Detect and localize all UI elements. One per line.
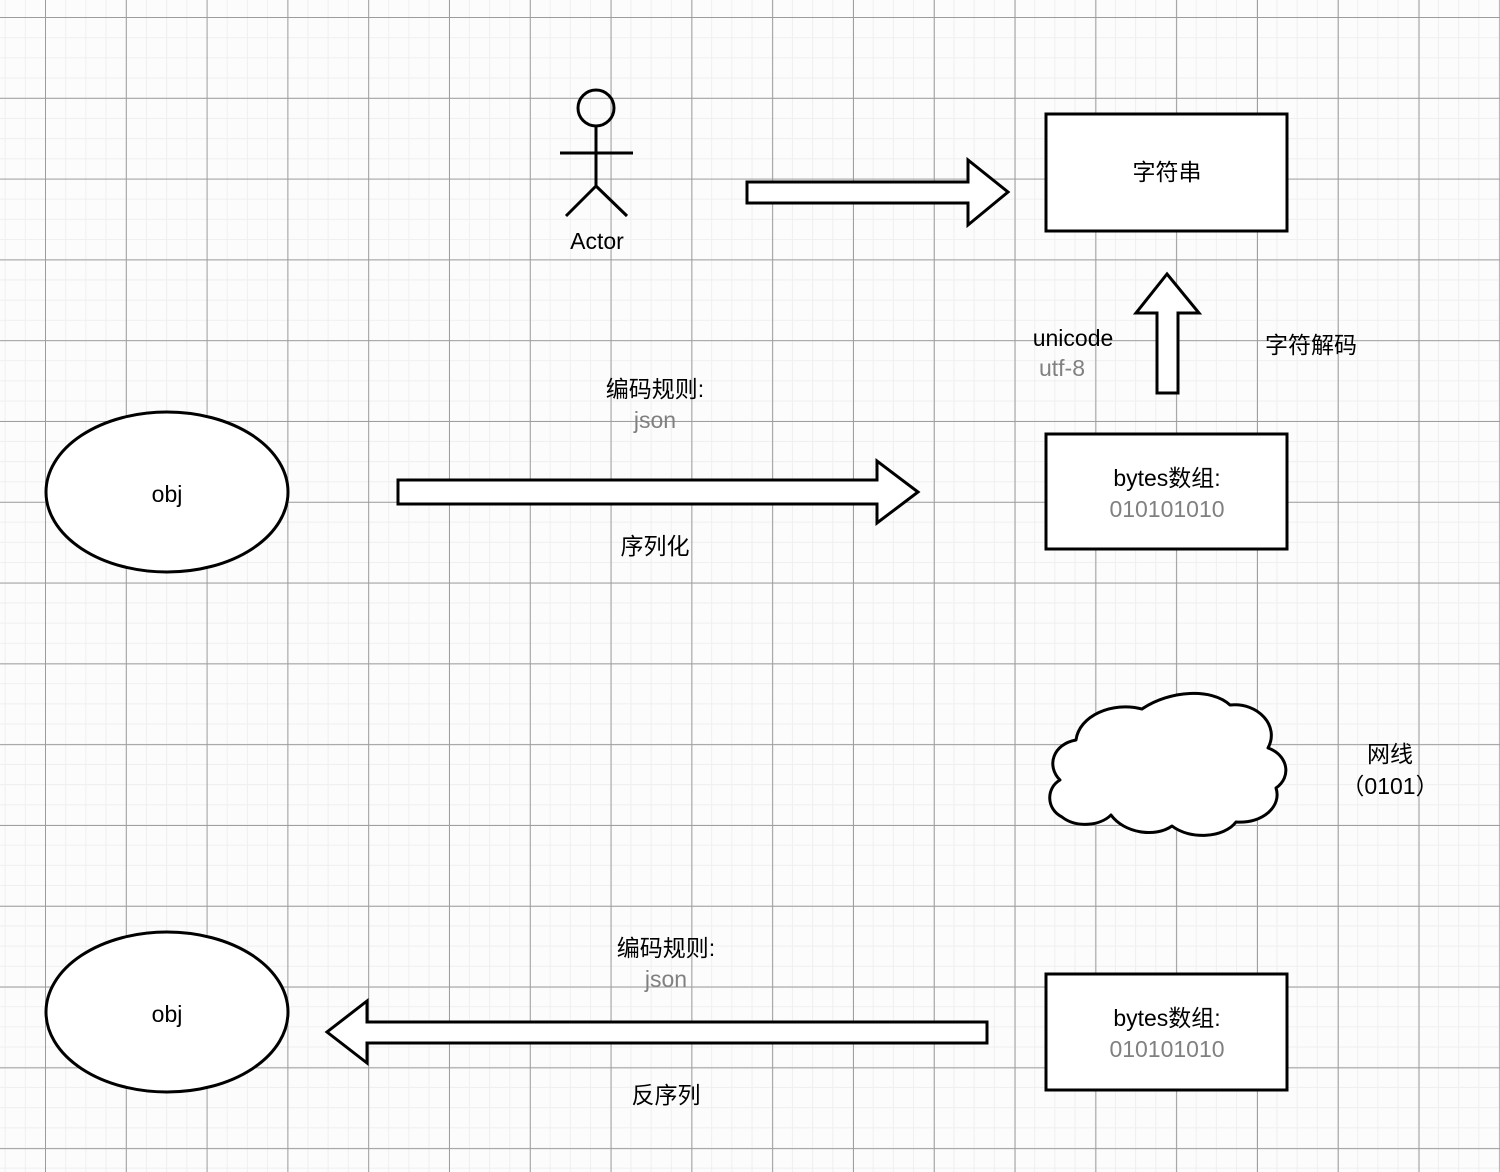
obj-bottom-label: obj [151,1001,183,1027]
network-label-line2: （0101） [1341,773,1439,799]
decode-utf8-label: utf-8 [1038,355,1086,381]
deserialize-json-label: json [644,966,688,992]
deserialize-rule-label: 编码规则: [616,935,716,961]
serialize-json-label: json [633,407,677,433]
bytes-box-bottom-shape[interactable] [1044,972,1289,1092]
obj-top-shape[interactable] [44,410,290,574]
decode-unicode-label: unicode [1032,325,1114,351]
serialize-label: 序列化 [620,533,690,559]
arrow-decode-up[interactable] [1132,271,1203,395]
arrow-deserialize-left[interactable] [324,997,989,1067]
decode-right-label: 字符解码 [1265,332,1357,358]
actor-left-leg-line [564,184,598,218]
serialize-rule-label: 编码规则: [605,376,705,402]
obj-bottom-shape[interactable] [44,930,290,1094]
deserialize-label: 反序列 [631,1082,701,1108]
actor-label: Actor [570,228,624,254]
bytes-box-bottom-value: 010101010 [1109,1036,1225,1062]
bytes-box-top-label: bytes数组: [1113,465,1221,491]
network-label-line1: 网线 [1367,741,1413,767]
string-box-shape[interactable] [1044,112,1289,233]
actor-head-icon [576,88,616,128]
bytes-box-top-shape[interactable] [1044,432,1289,551]
actor-figure[interactable] [560,88,633,218]
obj-top-label: obj [151,481,183,507]
cloud-shape[interactable] [1048,691,1288,837]
bytes-box-top-value: 010101010 [1109,496,1225,522]
arrow-actor-to-string[interactable] [745,156,1011,229]
bytes-box-bottom-label: bytes数组: [1113,1005,1221,1031]
string-box-label: 字符串 [1132,159,1202,185]
arrow-serialize-right[interactable] [396,457,921,527]
actor-right-leg-line [594,184,629,218]
